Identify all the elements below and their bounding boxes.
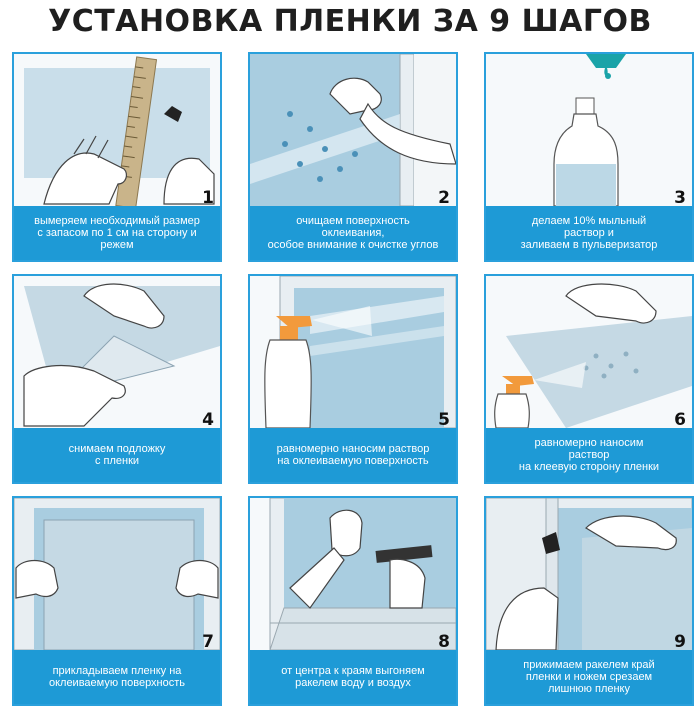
step-number: 2 bbox=[438, 188, 450, 208]
page-title: УСТАНОВКА ПЛЕНКИ ЗА 9 ШАГОВ bbox=[48, 4, 652, 39]
measure-cut-illustration bbox=[14, 54, 220, 206]
step-panel-9: 9 прижимаем ракелем край пленки и ножем … bbox=[484, 496, 694, 706]
step-number: 5 bbox=[438, 410, 450, 430]
step-caption: вымеряем необходимый размер с запасом по… bbox=[14, 206, 220, 260]
step-caption: равномерно наносим раствор на клеевую ст… bbox=[486, 428, 692, 482]
step-number: 3 bbox=[674, 188, 686, 208]
step-caption: прижимаем ракелем край пленки и ножем ср… bbox=[486, 650, 692, 704]
spray-glass-illustration bbox=[250, 276, 456, 428]
step-caption: прикладываем пленку на оклеиваемую повер… bbox=[14, 650, 220, 704]
clean-glass-illustration bbox=[250, 54, 456, 206]
step-panel-8: 8 от центра к краям выгоняем ракелем вод… bbox=[248, 496, 458, 706]
step-panel-5: 5 равномерно наносим раствор на оклеивае… bbox=[248, 274, 458, 484]
apply-film-illustration bbox=[14, 498, 220, 650]
soap-solution-illustration bbox=[486, 54, 692, 206]
squeegee-illustration bbox=[250, 498, 456, 650]
remove-backing-illustration bbox=[14, 276, 220, 428]
step-panel-3: 3 делаем 10% мыльный раствор и заливаем … bbox=[484, 52, 694, 262]
step-caption: от центра к краям выгоняем ракелем воду … bbox=[250, 650, 456, 704]
step-panel-4: 4 снимаем подложку с пленки bbox=[12, 274, 222, 484]
trim-film-illustration bbox=[486, 498, 692, 650]
step-number: 6 bbox=[674, 410, 686, 430]
step-panel-6: 6 равномерно наносим раствор на клеевую … bbox=[484, 274, 694, 484]
steps-grid: 1 вымеряем необходимый размер с запасом … bbox=[12, 52, 694, 706]
step-panel-2: 2 очищаем поверхность оклеивания, особое… bbox=[248, 52, 458, 262]
step-caption: снимаем подложку с пленки bbox=[14, 428, 220, 482]
step-number: 1 bbox=[202, 188, 214, 208]
step-caption: равномерно наносим раствор на оклеиваему… bbox=[250, 428, 456, 482]
step-panel-7: 7 прикладываем пленку на оклеиваемую пов… bbox=[12, 496, 222, 706]
step-caption: делаем 10% мыльный раствор и заливаем в … bbox=[486, 206, 692, 260]
step-number: 7 bbox=[202, 632, 214, 652]
step-caption: очищаем поверхность оклеивания, особое в… bbox=[250, 206, 456, 260]
step-panel-1: 1 вымеряем необходимый размер с запасом … bbox=[12, 52, 222, 262]
step-number: 8 bbox=[438, 632, 450, 652]
step-number: 4 bbox=[202, 410, 214, 430]
spray-film-illustration bbox=[486, 276, 692, 428]
step-number: 9 bbox=[674, 632, 686, 652]
